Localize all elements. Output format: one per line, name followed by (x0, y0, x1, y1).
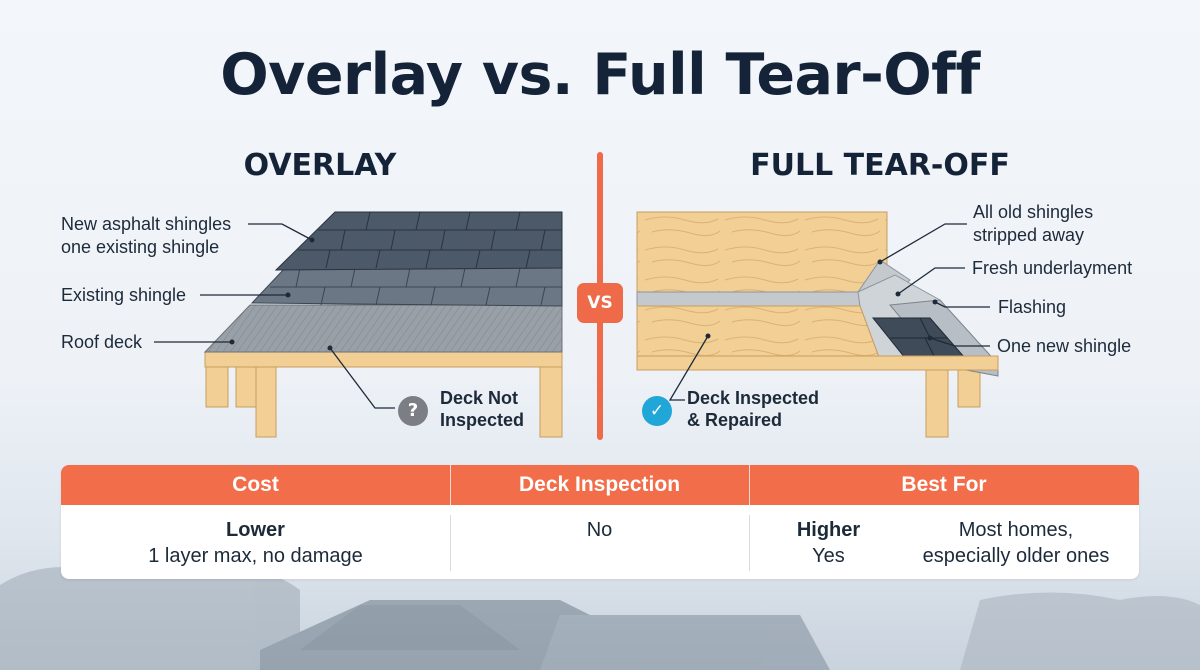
table-header: Cost Deck Inspection Best For (61, 465, 1139, 505)
badge-line2: Inspected (440, 410, 525, 430)
label-new-shingles-line1: New asphalt shingles (61, 214, 232, 234)
cell-best-for-text: Most homes, especially older ones (896, 517, 1136, 569)
label-flashing: Flashing (998, 297, 1067, 317)
cell-divider (749, 515, 750, 571)
comparison-table: Cost Deck Inspection Best For Lower 1 la… (61, 465, 1139, 579)
cost-detail: 1 layer max, no damage (148, 545, 363, 567)
background-scenery (0, 556, 1200, 670)
label-fresh-underlayment: Fresh underlayment (972, 258, 1133, 278)
best-for-line2: especially older ones (922, 545, 1110, 567)
cell-deck-inspection: No (586, 519, 613, 541)
header-best-for: Best For (901, 473, 987, 496)
header-divider (749, 465, 750, 505)
label-one-new-shingle: One new shingle (997, 336, 1132, 356)
label-stripped-line2: stripped away (973, 225, 1085, 245)
tearoff-heading: FULL TEAR-OFF (750, 148, 1010, 183)
overlay-roof (154, 211, 563, 438)
label-new-shingles: New asphalt shingles one existing shingl… (61, 213, 231, 259)
badge-deck-inspected: Deck Inspected & Repaired (687, 387, 819, 431)
check-icon: ✓ (642, 396, 672, 426)
cell-cost: Lower 1 layer max, no damage (61, 517, 450, 569)
label-stripped-away: All old shingles stripped away (973, 201, 1093, 247)
label-new-shingles-line2: one existing shingle (61, 237, 220, 257)
best-for-sub: Yes (812, 545, 845, 567)
badge-line2: & Repaired (687, 410, 783, 430)
cell-divider (450, 515, 451, 571)
question-icon: ? (398, 396, 428, 426)
overlay-heading: OVERLAY (243, 148, 397, 183)
cost-value: Lower (226, 519, 285, 541)
vs-badge: VS (577, 283, 623, 323)
tearoff-roof (636, 211, 999, 438)
header-divider (450, 465, 451, 505)
badge-line1: Deck Inspected (687, 388, 820, 408)
header-deck-inspection: Deck Inspection (518, 473, 681, 496)
label-stripped-line1: All old shingles (973, 202, 1094, 222)
badge-line1: Deck Not (440, 388, 519, 408)
header-cost: Cost (232, 473, 279, 496)
page-title: Overlay vs. Full Tear-Off (220, 42, 980, 108)
cell-best-for-rating: Higher Yes (761, 517, 896, 569)
label-roof-deck: Roof deck (61, 332, 143, 352)
best-for-value: Higher (796, 519, 861, 541)
best-for-line1: Most homes, (958, 519, 1074, 541)
label-existing-shingle: Existing shingle (61, 285, 187, 305)
badge-deck-not-inspected: Deck Not Inspected (440, 387, 524, 431)
